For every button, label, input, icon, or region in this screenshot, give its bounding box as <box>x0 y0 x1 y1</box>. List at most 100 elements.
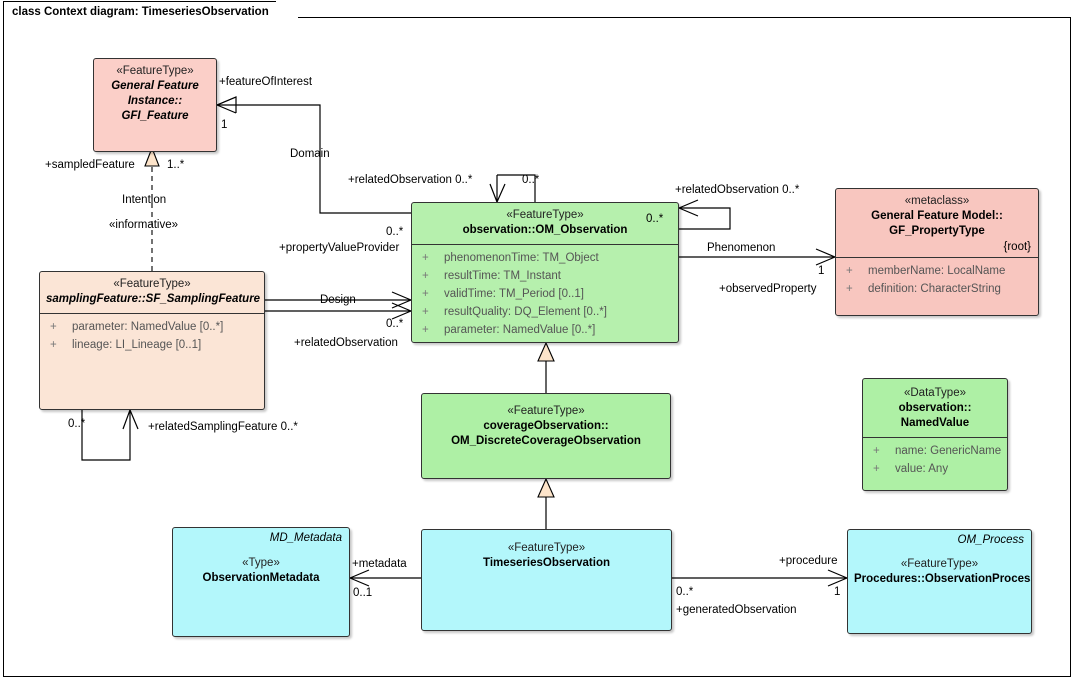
attribute-row: + phenomenonTime: TM_Object <box>412 249 678 267</box>
stereotype: «FeatureType» <box>116 65 194 77</box>
stereotype: «Type» <box>242 557 280 569</box>
class-sf-samplingfeature[interactable]: «FeatureType» samplingFeature::SF_Sampli… <box>39 271 265 410</box>
label-design-role: +relatedObservation <box>294 337 398 349</box>
attribute-text: lineage: LI_Lineage [0..1] <box>72 339 202 351</box>
attribute-row: +parameter: NamedValue [0..*] <box>40 318 264 336</box>
label-phenomenon-multiplicity: 1 <box>818 265 825 277</box>
class-gfi-feature[interactable]: «FeatureType» General Feature Instance::… <box>93 58 217 152</box>
attribute-compartment: + phenomenonTime: TM_Object + resultTime: … <box>412 244 678 342</box>
class-name: observation::OM_Observation <box>462 224 628 236</box>
stereotype: «FeatureType» <box>113 278 191 290</box>
class-name: samplingFeature::SF_SamplingFeature <box>46 293 261 305</box>
attribute-text: name: GenericName <box>895 445 1002 457</box>
attribute-text: value: Any <box>895 463 949 475</box>
label-propertyvalueprovider-role: +propertyValueProvider <box>279 242 400 254</box>
diagram-frame <box>3 17 1071 677</box>
class-name-line3: GFI_Feature <box>121 110 189 122</box>
class-alias: OM_Process <box>957 534 1024 546</box>
attribute-text: definition: CharacterString <box>868 283 1001 295</box>
label-relatedobservation-left-role: +relatedObservation 0..* <box>348 174 473 186</box>
class-name-line2: GF_PropertyType <box>889 225 985 237</box>
class-name-line2: OM_DiscreteCoverageObservation <box>451 435 641 447</box>
attribute-row: + name: GenericName <box>863 442 1007 460</box>
label-design-multiplicity: 0..* <box>386 318 404 330</box>
label-relatedobservation-right-role: +relatedObservation 0..* <box>675 184 800 196</box>
visibility: + <box>846 283 853 295</box>
class-name-line1: observation:: <box>898 402 972 414</box>
visibility: + <box>422 270 429 282</box>
label-relatedsamplingfeature-role: +relatedSamplingFeature 0..* <box>148 421 298 433</box>
class-name-line1: General Feature Model:: <box>871 210 1003 222</box>
attribute-row: + validTime: TM_Period [0..1] <box>412 285 678 303</box>
visibility: + <box>873 463 880 475</box>
label-observedproperty-role: +observedProperty <box>719 283 817 295</box>
stereotype: «FeatureType» <box>506 209 584 221</box>
class-name-line2: Instance:: <box>127 95 183 107</box>
class-observationprocess[interactable]: OM_Process «FeatureType» Procedures::Obs… <box>847 529 1032 634</box>
class-name: Procedures::ObservationProcess <box>854 573 1032 585</box>
label-relatedsamplingfeature-multiplicity: 0..* <box>68 418 86 430</box>
attribute-compartment: + memberName: LocalName + definition: Char… <box>836 257 1038 302</box>
visibility: + <box>50 339 57 351</box>
attribute-row: +resultQuality: DQ_Element [0..*] <box>412 303 678 321</box>
attribute-compartment: +parameter: NamedValue [0..*] + lineage: … <box>40 313 264 358</box>
diagram-title: class Context diagram: TimeseriesObserva… <box>12 6 269 18</box>
label-relatedobservation-right-multiplicity: 0..* <box>646 213 664 225</box>
label-intention-stereotype: «informative» <box>109 219 179 231</box>
attribute-compartment: + name: GenericName + value: Any <box>863 437 1007 482</box>
stereotype: «metaclass» <box>904 195 970 207</box>
label-metadata-role: +metadata <box>352 558 407 570</box>
visibility: + <box>873 445 880 457</box>
attribute-row: + value: Any <box>863 460 1007 478</box>
class-name: ObservationMetadata <box>202 572 320 584</box>
label-procedure-multiplicity: 1 <box>834 586 841 598</box>
label-design-name: Design <box>320 294 356 306</box>
class-gf-propertytype[interactable]: «metaclass» General Feature Model:: GF_P… <box>835 188 1039 316</box>
visibility: + <box>846 265 853 277</box>
attribute-row: + lineage: LI_Lineage [0..1] <box>40 336 264 354</box>
visibility: + <box>422 288 429 300</box>
stereotype: «DataType» <box>903 387 966 399</box>
label-generatedobservation-role: +generatedObservation <box>676 604 797 616</box>
stereotype: «FeatureType» <box>900 558 979 570</box>
label-intention-name: Intention <box>122 194 167 206</box>
visibility: + <box>422 306 429 318</box>
class-namedvalue[interactable]: «DataType» observation:: NamedValue + nam… <box>862 378 1008 491</box>
visibility: + <box>50 321 57 333</box>
attribute-row: +parameter: NamedValue [0..*] <box>412 321 678 339</box>
label-propertyvalueprovider-multiplicity: 0..* <box>386 226 404 238</box>
class-name-line2: NamedValue <box>900 417 970 429</box>
root-constraint: {root} <box>1003 241 1032 253</box>
class-timeseriesobservation[interactable]: «FeatureType» TimeseriesObservation <box>421 529 672 631</box>
label-sampledfeature-multiplicity: 1..* <box>167 159 185 171</box>
visibility: + <box>422 324 429 336</box>
stereotype: «FeatureType» <box>507 542 586 554</box>
attribute-text: validTime: TM_Period [0..1] <box>444 288 584 300</box>
class-name: TimeseriesObservation <box>483 557 610 569</box>
label-generatedobservation-multiplicity: 0..* <box>676 586 694 598</box>
class-name-line1: coverageObservation:: <box>483 420 609 432</box>
label-featureofinterest-multiplicity: 1 <box>221 119 228 131</box>
label-procedure-role: +procedure <box>779 555 838 567</box>
label-featureofinterest-role: +featureOfInterest <box>219 76 313 88</box>
stereotype: «FeatureType» <box>507 405 585 417</box>
label-relatedobservation-self-multiplicity: 0..* <box>522 174 540 186</box>
attribute-row: + resultTime: TM_Instant <box>412 267 678 285</box>
attribute-row: + memberName: LocalName <box>836 262 1038 280</box>
diagram-title-tab: class Context diagram: TimeseriesObserva… <box>3 1 298 22</box>
attribute-text: memberName: LocalName <box>868 265 1006 277</box>
class-alias: MD_Metadata <box>269 532 342 544</box>
visibility: + <box>422 252 429 264</box>
class-om-discretecoverageobservation[interactable]: «FeatureType» coverageObservation:: OM_D… <box>421 393 671 479</box>
attribute-text: resultTime: TM_Instant <box>444 270 561 282</box>
label-sampledfeature-role: +sampledFeature <box>45 159 135 171</box>
label-metadata-multiplicity: 0..1 <box>353 587 373 599</box>
class-name-line1: General Feature <box>111 80 199 92</box>
class-om-observation[interactable]: «FeatureType» observation::OM_Observatio… <box>411 202 679 343</box>
class-observationmetadata[interactable]: MD_Metadata «Type» ObservationMetadata <box>172 527 350 637</box>
attribute-text: phenomenonTime: TM_Object <box>444 252 599 264</box>
label-domain-name: Domain <box>290 148 330 160</box>
attribute-row: + definition: CharacterString <box>836 280 1038 298</box>
label-phenomenon-name: Phenomenon <box>707 242 776 254</box>
